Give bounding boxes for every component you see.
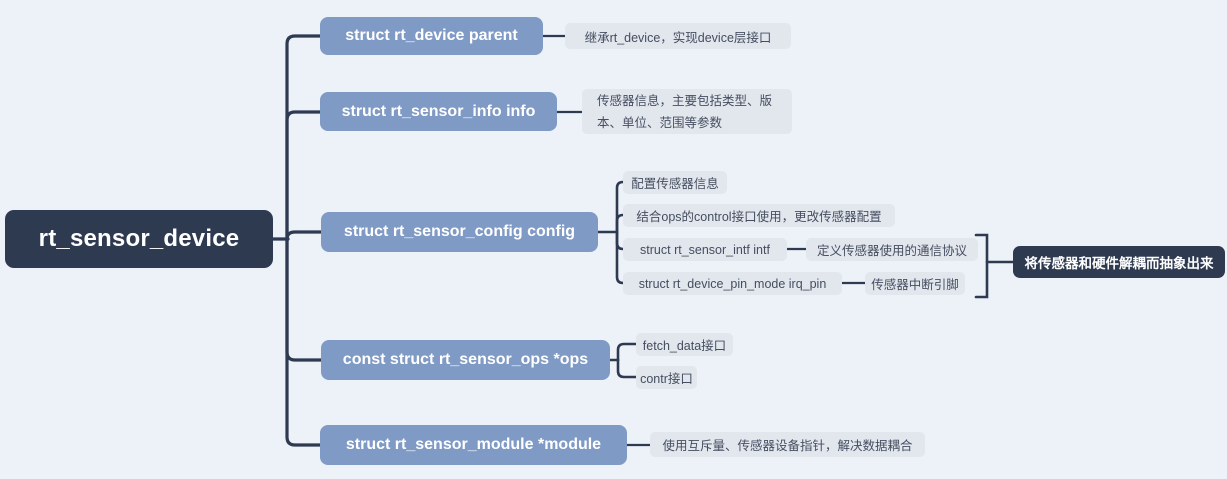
note-intf[interactable]: 定义传感器使用的通信协议	[806, 238, 978, 261]
branch-node-config[interactable]: struct rt_sensor_config config	[321, 212, 598, 252]
branch-node-info[interactable]: struct rt_sensor_info info	[320, 92, 557, 131]
note-module[interactable]: 使用互斥量、传感器设备指针，解决数据耦合	[650, 432, 925, 457]
ops-child-fetch-data[interactable]: fetch_data接口	[636, 333, 733, 356]
note-irq-pin[interactable]: 传感器中断引脚	[865, 272, 965, 295]
root-node[interactable]: rt_sensor_device	[5, 210, 273, 268]
note-info[interactable]: 传感器信息，主要包括类型、版本、单位、范围等参数	[582, 89, 792, 134]
ops-child-contr[interactable]: contr接口	[636, 366, 697, 389]
config-child-control-usage[interactable]: 结合ops的control接口使用，更改传感器配置	[623, 204, 895, 227]
config-child-irq-pin[interactable]: struct rt_device_pin_mode irq_pin	[623, 272, 842, 295]
branch-node-ops[interactable]: const struct rt_sensor_ops *ops	[321, 340, 610, 380]
config-child-configure-info[interactable]: 配置传感器信息	[623, 171, 727, 194]
branch-node-module[interactable]: struct rt_sensor_module *module	[320, 425, 627, 465]
config-child-intf[interactable]: struct rt_sensor_intf intf	[623, 238, 787, 261]
summary-node[interactable]: 将传感器和硬件解耦而抽象出来	[1013, 246, 1225, 278]
note-parent[interactable]: 继承rt_device，实现device层接口	[565, 23, 791, 49]
branch-node-parent[interactable]: struct rt_device parent	[320, 17, 543, 55]
